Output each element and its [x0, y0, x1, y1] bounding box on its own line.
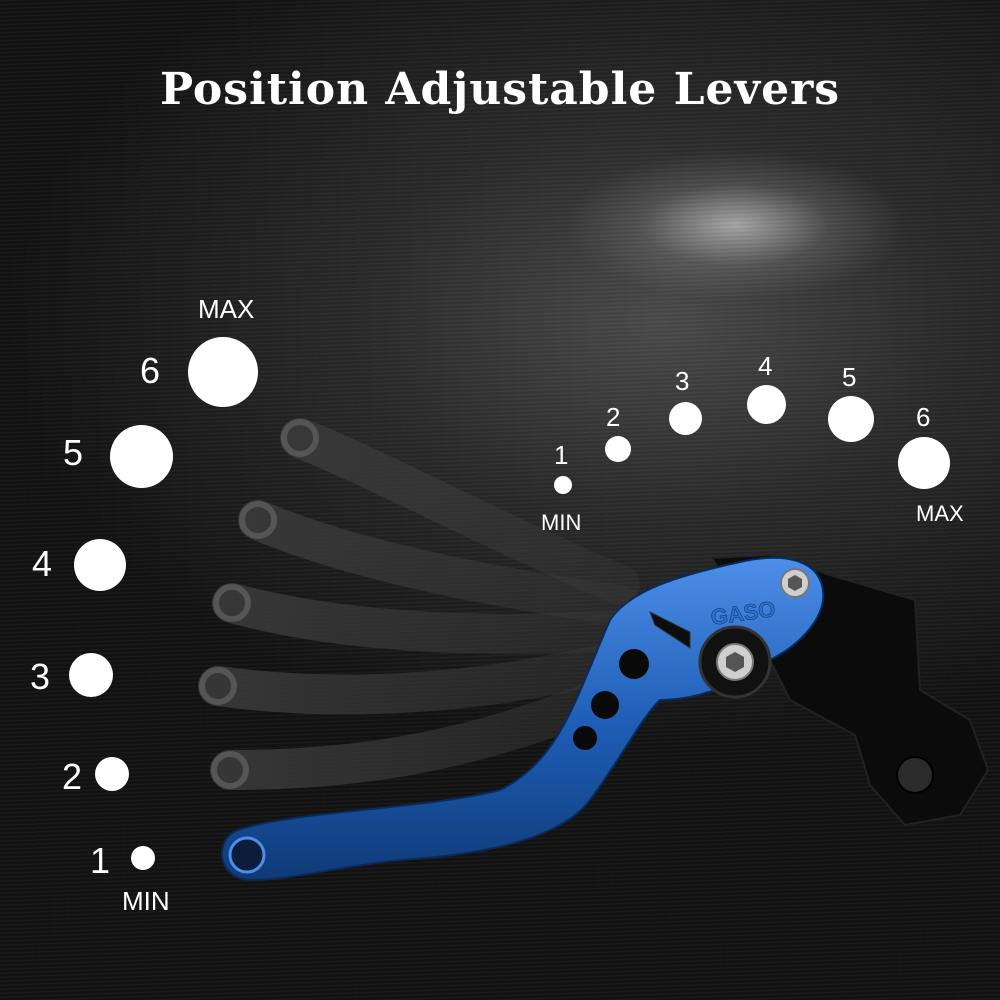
right-dot-4: [747, 385, 786, 424]
right-number-5: 5: [842, 362, 857, 392]
left-dot-1: [131, 846, 155, 870]
right-dot-5: [828, 396, 874, 442]
right-min-label: MIN: [541, 510, 582, 535]
page-title: Position Adjustable Levers: [159, 64, 841, 115]
blue-lever: [221, 556, 825, 882]
left-dot-6: [188, 337, 258, 407]
lever-lightening-hole-2: [591, 691, 619, 719]
left-number-6: 6: [140, 350, 161, 391]
ghost-lever-2: [210, 670, 640, 790]
left-number-4: 4: [32, 543, 53, 584]
ghost-lever-5-hole: [239, 501, 277, 539]
right-number-1: 1: [554, 440, 569, 470]
left-max-label: MAX: [198, 294, 255, 324]
right-number-6: 6: [916, 402, 931, 432]
bracket-hole: [896, 756, 934, 794]
right-dot-3: [669, 402, 702, 435]
ghost-lever-5: [238, 500, 640, 625]
right-dot-6: [898, 437, 950, 489]
ghost-lever-4: [212, 583, 640, 654]
left-number-5: 5: [63, 432, 84, 473]
left-dot-5: [110, 425, 173, 488]
adjuster-dial: [649, 610, 772, 699]
left-dot-2: [95, 757, 129, 791]
left-number-3: 3: [30, 656, 51, 697]
right-number-4: 4: [758, 351, 773, 381]
left-dot-4: [74, 539, 126, 591]
ghost-lever-6-hole: [281, 419, 319, 457]
right-number-3: 3: [675, 366, 690, 396]
ghost-levers: [198, 418, 640, 790]
ghost-lever-2-hole: [211, 751, 249, 789]
left-dot-3: [69, 653, 113, 697]
ghost-lever-3-hole: [199, 667, 237, 705]
lever-lightening-hole-1: [619, 649, 649, 679]
left-number-2: 2: [62, 756, 83, 797]
right-dot-1: [554, 476, 572, 494]
left-number-1: 1: [90, 840, 111, 881]
ghost-lever-3: [198, 640, 640, 715]
lever-tip-hole: [228, 836, 266, 874]
left-min-label: MIN: [122, 886, 170, 916]
ghost-lever-6: [280, 418, 640, 605]
right-number-2: 2: [606, 402, 621, 432]
ghost-lever-4-hole: [213, 584, 251, 622]
right-max-label: MAX: [916, 501, 964, 526]
right-dot-2: [605, 436, 631, 462]
lever-lightening-hole-3: [573, 726, 597, 750]
